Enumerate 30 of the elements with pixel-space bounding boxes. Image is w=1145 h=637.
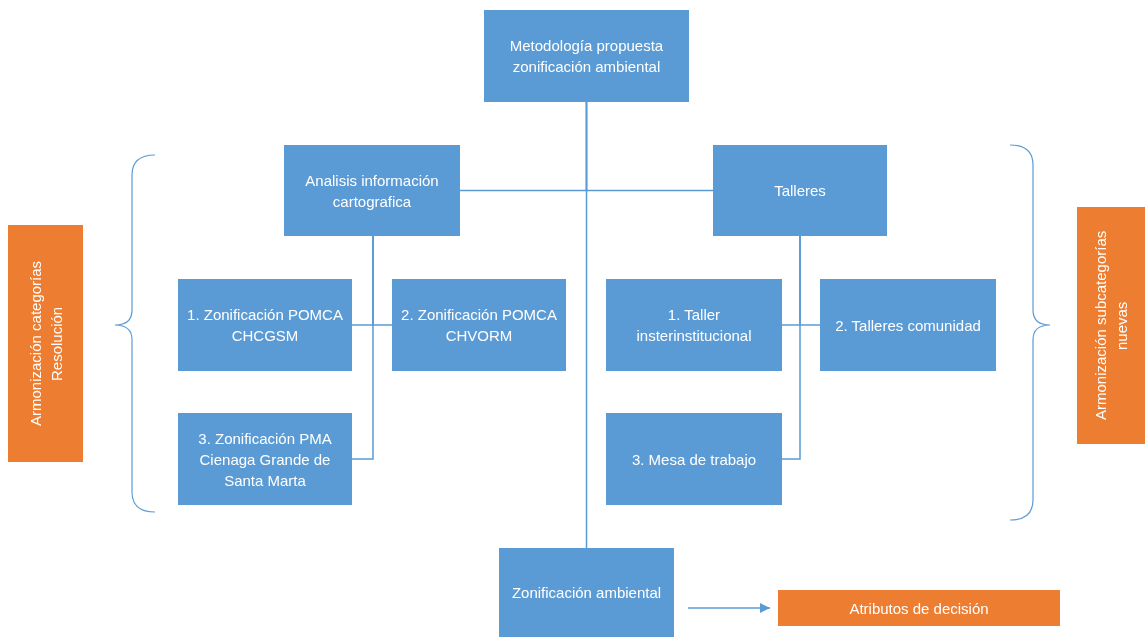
node-text: Metodología propuesta zonificación ambiental bbox=[508, 36, 665, 77]
process-box bbox=[284, 145, 460, 236]
node-text: 1. Zonificación POMCA CHCGSM bbox=[186, 305, 344, 346]
node-text: 3. Zonificación PMA Cienaga Grande de Santa Marta bbox=[197, 428, 333, 491]
process-box bbox=[499, 548, 674, 637]
node-text: 1. Taller insterinstitucional bbox=[635, 305, 753, 346]
arrow bbox=[687, 602, 771, 614]
node-text: Talleres bbox=[774, 181, 826, 201]
process-box bbox=[484, 10, 689, 102]
node-text: 2. Talleres comunidad bbox=[835, 315, 981, 336]
process-box bbox=[606, 413, 782, 505]
connector-line bbox=[585, 101, 588, 549]
connector-line bbox=[351, 235, 374, 460]
note-box bbox=[8, 225, 83, 462]
node-text: Armonización subcategorías nuevas bbox=[1091, 229, 1131, 423]
process-box bbox=[820, 279, 996, 371]
process-box bbox=[392, 279, 566, 371]
process-box bbox=[713, 145, 887, 236]
node-text: Atributos de decisión bbox=[849, 598, 989, 619]
process-box bbox=[178, 279, 352, 371]
process-box bbox=[606, 279, 782, 371]
connector-line bbox=[781, 235, 801, 460]
node-text: Zonificación ambiental bbox=[511, 583, 662, 603]
note-box bbox=[778, 590, 1060, 626]
note-box bbox=[1077, 207, 1145, 444]
node-text: Armonización categorías Resolución bbox=[25, 259, 66, 429]
node-text: Analisis información cartografica bbox=[304, 170, 440, 212]
process-box bbox=[178, 413, 352, 505]
node-text: 2. Zonificación POMCA CHVORM bbox=[400, 305, 558, 346]
node-text: 3. Mesa de trabajo bbox=[631, 449, 757, 470]
